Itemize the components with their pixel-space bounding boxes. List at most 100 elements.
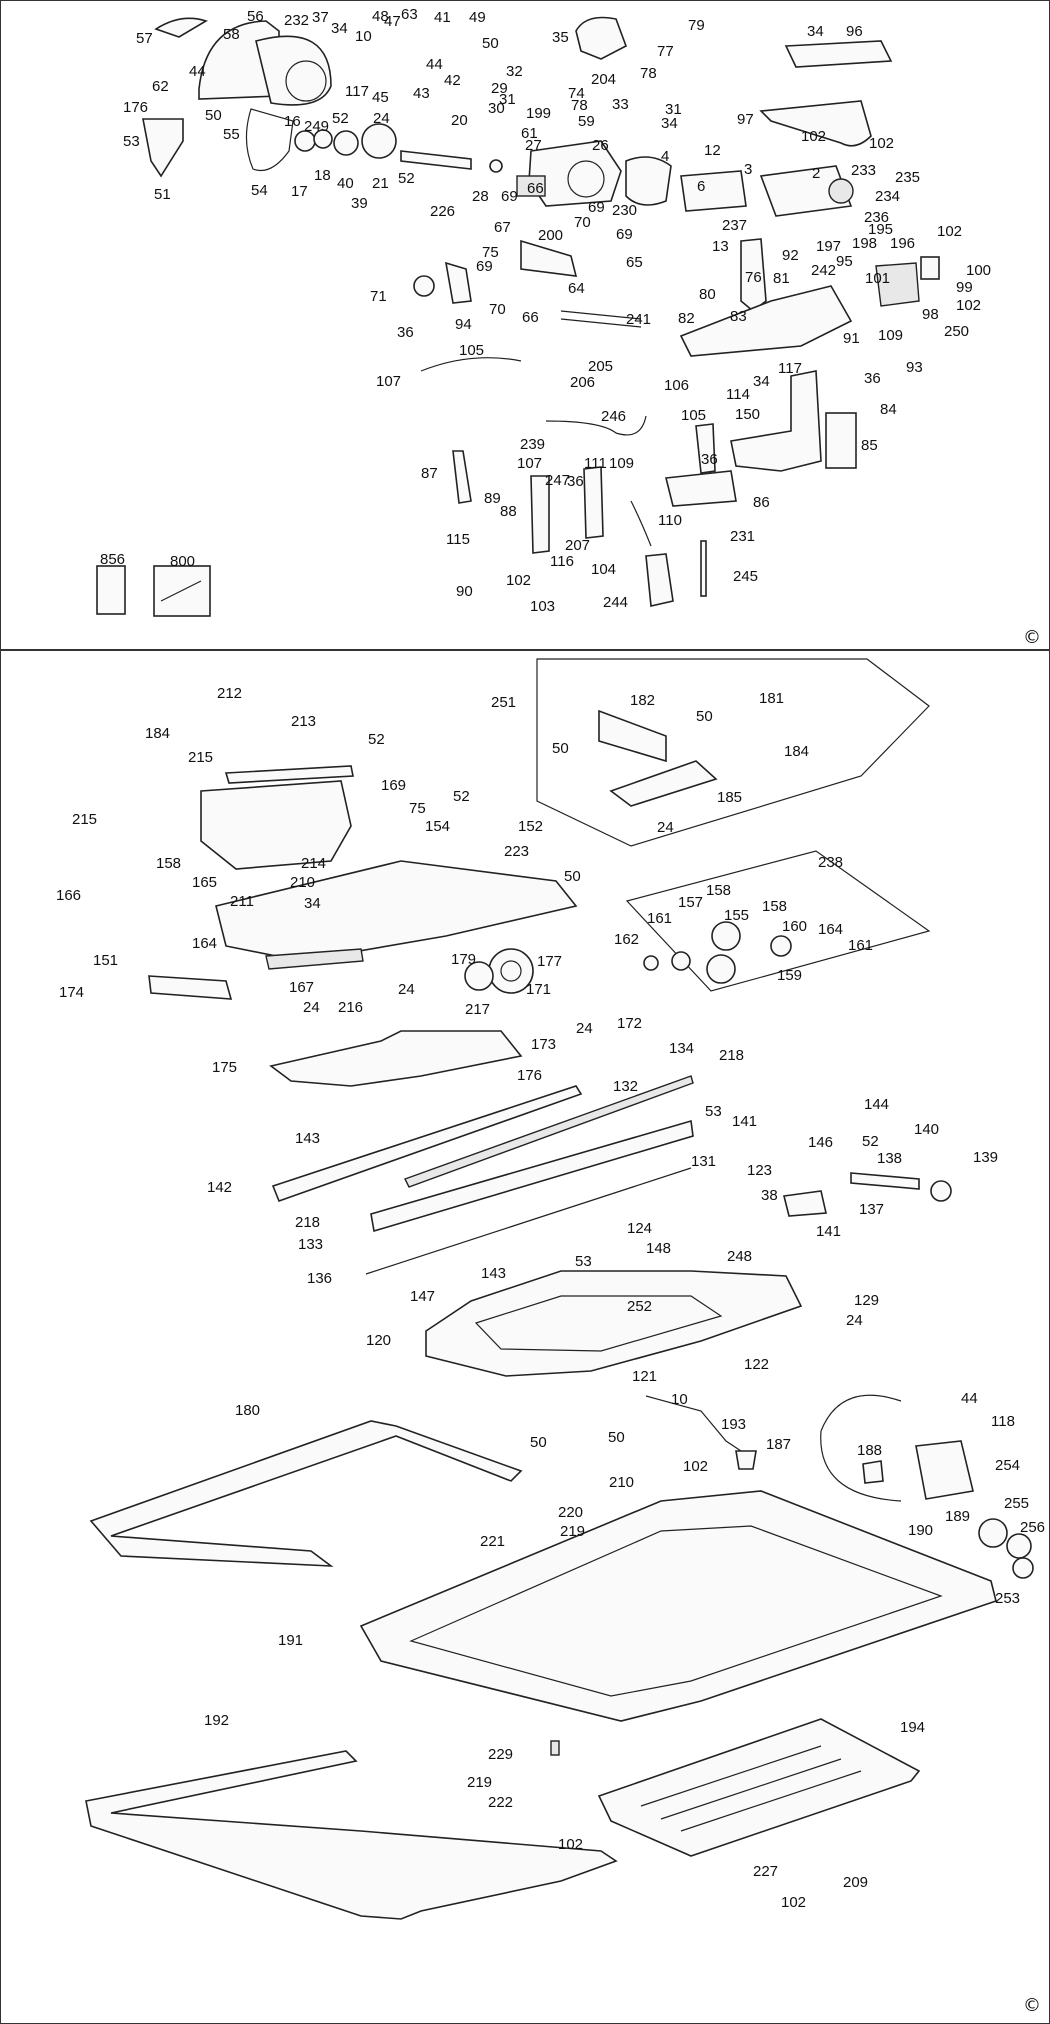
part-number-label: 103 <box>530 598 555 615</box>
part-number-label: 166 <box>56 887 81 904</box>
part-number-label: 101 <box>865 270 890 287</box>
part-number-label: 147 <box>410 1288 435 1305</box>
part-number-label: 34 <box>661 115 678 132</box>
part-number-label: 157 <box>678 894 703 911</box>
part-number-label: 856 <box>100 551 125 568</box>
part-number-label: 59 <box>578 113 595 130</box>
part-number-label: 204 <box>591 71 616 88</box>
part-number-label: 52 <box>862 1133 879 1150</box>
part-number-label: 218 <box>295 1214 320 1231</box>
part-number-label: 28 <box>472 188 489 205</box>
part-number-label: 41 <box>434 9 451 26</box>
part-number-label: 102 <box>506 572 531 589</box>
part-number-label: 78 <box>571 97 588 114</box>
part-number-label: 50 <box>530 1434 547 1451</box>
part-number-label: 29 <box>491 80 508 97</box>
part-number-label: 136 <box>307 1270 332 1287</box>
part-number-label: 167 <box>289 979 314 996</box>
part-number-label: 24 <box>398 981 415 998</box>
part-number-label: 52 <box>368 731 385 748</box>
part-number-label: 171 <box>526 981 551 998</box>
part-number-label: 184 <box>784 743 809 760</box>
part-number-label: 50 <box>608 1429 625 1446</box>
part-number-label: 82 <box>678 310 695 327</box>
part-number-label: 69 <box>588 199 605 216</box>
part-number-label: 50 <box>696 708 713 725</box>
part-number-label: 229 <box>488 1746 513 1763</box>
part-number-label: 115 <box>446 531 470 548</box>
part-number-label: 181 <box>759 690 784 707</box>
part-number-label: 106 <box>664 377 689 394</box>
part-number-label: 256 <box>1020 1519 1045 1536</box>
part-number-label: 250 <box>944 323 969 340</box>
part-number-label: 117 <box>778 360 802 377</box>
part-number-label: 70 <box>489 301 506 318</box>
part-number-label: 169 <box>381 777 406 794</box>
part-number-label: 133 <box>298 1236 323 1253</box>
part-number-label: 165 <box>192 874 217 891</box>
part-number-label: 109 <box>878 327 903 344</box>
part-number-label: 800 <box>170 553 195 570</box>
part-number-label: 109 <box>609 455 634 472</box>
part-number-label: 35 <box>552 29 569 46</box>
part-number-label: 255 <box>1004 1495 1029 1512</box>
part-number-label: 64 <box>568 280 585 297</box>
part-number-label: 75 <box>482 244 499 261</box>
part-number-label: 87 <box>421 465 438 482</box>
part-number-label: 53 <box>123 133 140 150</box>
part-number-label: 97 <box>737 111 754 128</box>
part-number-label: 143 <box>481 1265 506 1282</box>
part-number-label: 131 <box>691 1153 716 1170</box>
part-number-label: 122 <box>744 1356 769 1373</box>
part-number-label: 242 <box>811 262 836 279</box>
part-number-label: 176 <box>517 1067 542 1084</box>
part-number-label: 50 <box>482 35 499 52</box>
part-number-label: 129 <box>854 1292 879 1309</box>
part-number-label: 231 <box>730 528 755 545</box>
part-number-label: 150 <box>735 406 760 423</box>
part-number-label: 45 <box>372 89 389 106</box>
part-number-label: 199 <box>526 105 551 122</box>
part-number-label: 65 <box>626 254 643 271</box>
part-number-label: 48 <box>372 8 389 25</box>
part-number-label: 141 <box>816 1223 841 1240</box>
part-number-label: 221 <box>480 1533 505 1550</box>
part-number-label: 161 <box>848 937 873 954</box>
part-number-label: 210 <box>609 1474 634 1491</box>
part-number-label: 210 <box>290 874 315 891</box>
part-number-label: 216 <box>338 999 363 1016</box>
part-number-label: 234 <box>875 188 900 205</box>
part-number-label: 233 <box>851 162 876 179</box>
part-number-label: 2 <box>812 165 820 182</box>
part-number-label: 79 <box>688 17 705 34</box>
part-number-label: 85 <box>861 437 878 454</box>
part-number-label: 83 <box>730 308 747 325</box>
part-number-label: 47 <box>384 13 401 30</box>
part-number-label: 176 <box>123 99 148 116</box>
part-number-label: 24 <box>657 819 674 836</box>
part-number-label: 18 <box>314 167 331 184</box>
part-number-label: 74 <box>568 85 585 102</box>
part-number-label: 209 <box>843 1874 868 1891</box>
lower-part-drawings <box>85 658 1034 1920</box>
part-number-label: 34 <box>807 23 824 40</box>
part-number-label: 80 <box>699 286 716 303</box>
part-number-label: 138 <box>877 1150 902 1167</box>
upper-part-drawings <box>96 16 940 617</box>
part-number-label: 177 <box>537 953 562 970</box>
part-number-label: 152 <box>518 818 543 835</box>
part-number-label: 63 <box>401 6 418 23</box>
part-number-label: 56 <box>247 8 264 25</box>
part-number-label: 246 <box>601 408 626 425</box>
part-number-label: 179 <box>451 951 476 968</box>
copyright-mark-upper: © <box>1023 627 1041 648</box>
part-number-label: 132 <box>613 1078 638 1095</box>
part-number-label: 69 <box>476 258 493 275</box>
part-number-label: 50 <box>552 740 569 757</box>
part-number-label: 158 <box>706 882 731 899</box>
part-number-label: 244 <box>603 594 628 611</box>
part-number-label: 20 <box>451 112 468 129</box>
part-number-label: 172 <box>617 1015 642 1032</box>
